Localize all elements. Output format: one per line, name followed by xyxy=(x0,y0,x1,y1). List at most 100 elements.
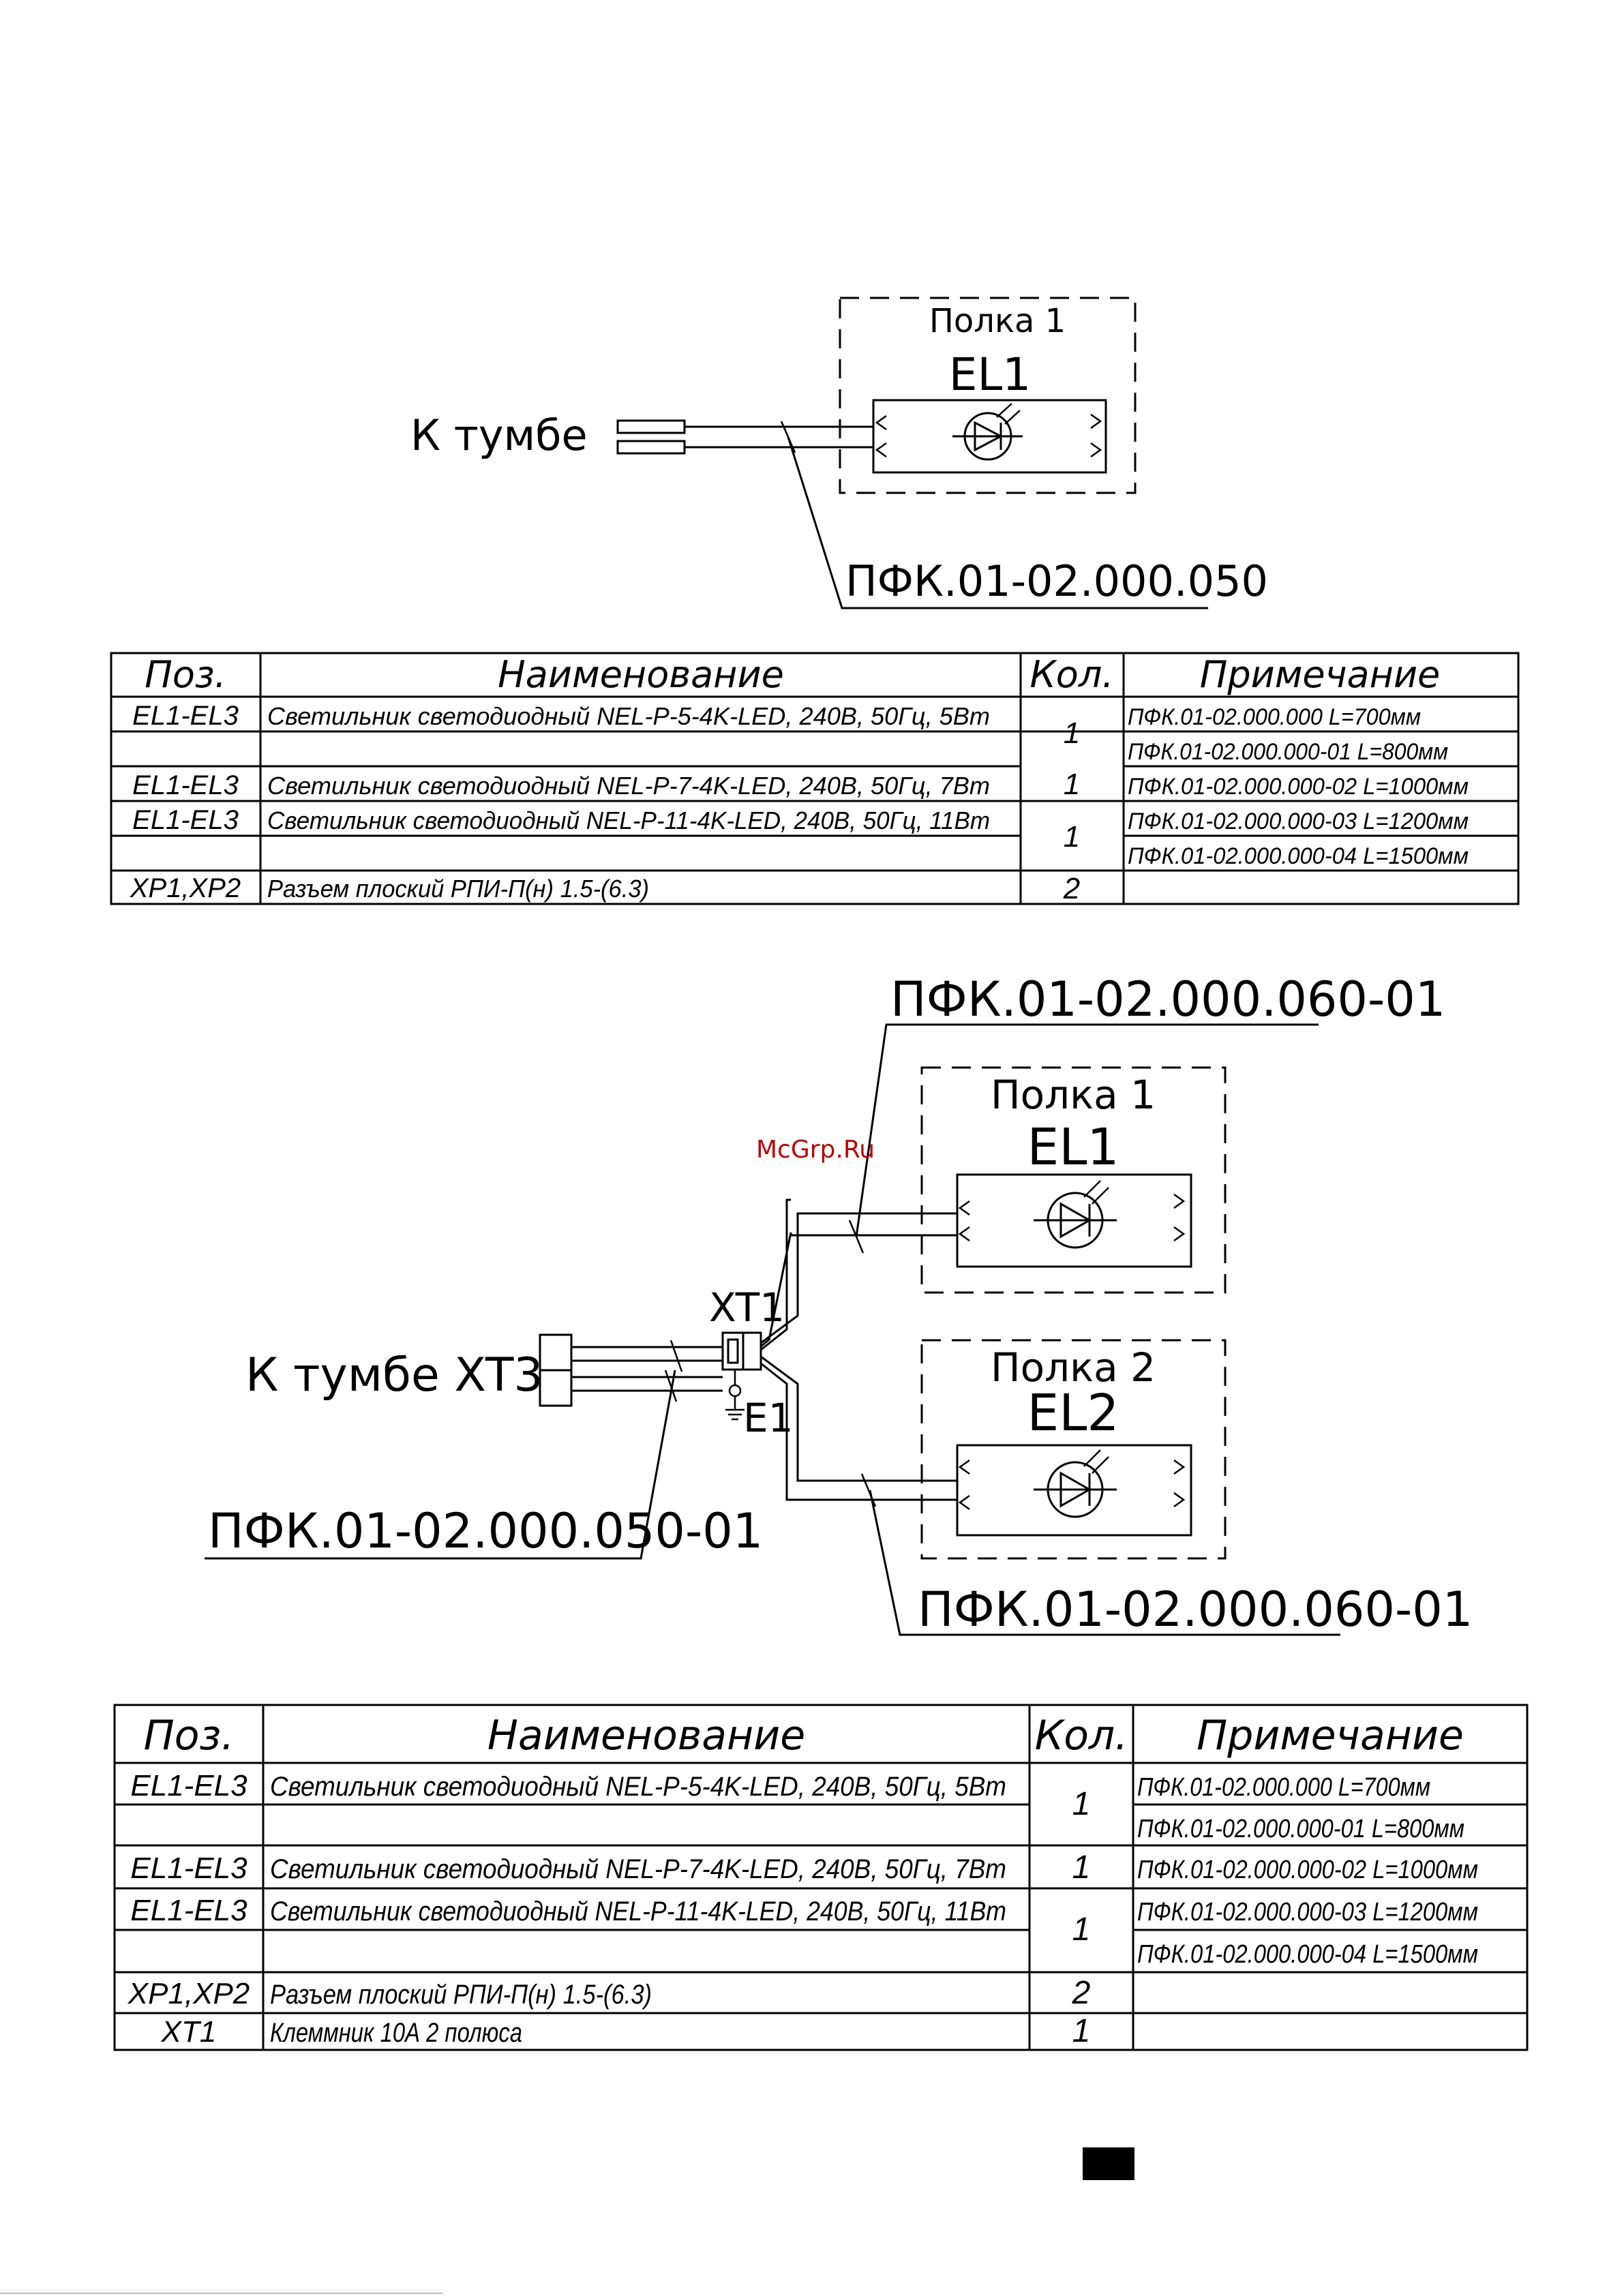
shelf-1-connector-right-2 xyxy=(1173,1226,1186,1242)
table1-header-note: Примечание xyxy=(1200,653,1441,696)
shelf-2-connector-right-2 xyxy=(1173,1492,1186,1508)
spec-table-1: Поз. Наименование Кол. Примечание EL1-EL… xyxy=(110,652,1520,905)
shelf-1-connector-left-2 xyxy=(958,1226,970,1242)
wire-shelf1-b-start xyxy=(760,1198,791,1351)
page-marker-block xyxy=(1083,2147,1134,2180)
left-cable-label: ПФК.01-02.000.050-01 xyxy=(208,1503,763,1559)
table2-row3-note: ПФК.01-02.000.000-02 L=1000мм xyxy=(1137,1856,1478,1884)
ground-label: E1 xyxy=(743,1395,794,1441)
table1-row4-qty: 1 xyxy=(1064,820,1080,854)
table1-row4-note: ПФК.01-02.000.000-03 L=1200мм xyxy=(1128,809,1469,834)
lamp-el2-label: EL2 xyxy=(1027,1384,1119,1442)
top-cable-tick xyxy=(848,1220,864,1254)
shelf-1-frame xyxy=(839,297,1137,494)
table1-row1-name: Светильник светодиодный NEL-P-5-4K-LED, … xyxy=(267,702,990,730)
table2-row2-note: ПФК.01-02.000.000-01 L=800мм xyxy=(1137,1815,1464,1843)
table2-row7-name: Клеммник 10А 2 полюса xyxy=(270,2018,522,2048)
table1-header-name: Наименование xyxy=(498,653,784,696)
table2-row6-name: Разъем плоский РПИ-П(н) 1.5-(6.3) xyxy=(270,1980,652,2010)
lamp-el2-body xyxy=(956,1444,1192,1537)
top-cable-leader xyxy=(855,1023,1319,1237)
diagram-1: Полка 1 EL1 К тумбе ПФК.01-02.000.050 xyxy=(410,297,1268,609)
table2-header-qty: Кол. xyxy=(1035,1712,1128,1759)
table2-row3-pos: EL1-EL3 xyxy=(130,1852,247,1885)
plug-top xyxy=(616,419,686,434)
table2-row7-qty: 1 xyxy=(1072,2013,1091,2049)
table2-header-note: Примечание xyxy=(1197,1712,1464,1759)
table1-row6-pos: XP1,XP2 xyxy=(130,873,241,903)
lamp-el1-body xyxy=(872,399,1107,474)
table2-row5-note: ПФК.01-02.000.000-04 L=1500мм xyxy=(1137,1940,1478,1969)
shelf-1-label: Полка 1 xyxy=(929,302,1066,340)
lamp-el1-body xyxy=(956,1173,1192,1268)
table1-row3-pos: EL1-EL3 xyxy=(132,770,239,800)
cable-leader xyxy=(787,436,1208,609)
table2-row1-qty: 1 xyxy=(1072,1786,1091,1822)
table2-header-name: Наименование xyxy=(487,1712,805,1759)
table1-header-pos: Поз. xyxy=(145,653,226,696)
table2-row4-name: Светильник светодиодный NEL-P-11-4K-LED,… xyxy=(270,1897,1006,1927)
table1-row1-qty: 1 xyxy=(1064,716,1080,750)
terminal-label: XT1 xyxy=(709,1284,785,1331)
diagram-2: ПФК.01-02.000.060-01 Полка 1 EL1 Полка 2… xyxy=(205,971,1473,1637)
table2-row4-note: ПФК.01-02.000.000-03 L=1200мм xyxy=(1137,1898,1478,1927)
left-cable-leader xyxy=(205,1370,676,1560)
table2-row7-pos: XT1 xyxy=(161,2015,217,2049)
bottom-cable-label: ПФК.01-02.000.060-01 xyxy=(918,1582,1473,1637)
main-cable-tick-2 xyxy=(664,1370,678,1402)
table1-row4-name: Светильник светодиодный NEL-P-11-4K-LED,… xyxy=(267,806,990,834)
led-symbol-1 xyxy=(1034,1180,1117,1249)
table2-row3-qty: 1 xyxy=(1072,1849,1091,1886)
table2-row6-pos: XP1,XP2 xyxy=(127,1977,250,2010)
terminal-xt1-right xyxy=(742,1331,762,1371)
ground-icon xyxy=(725,1370,745,1421)
wire-shelf2-a xyxy=(760,1355,957,1482)
table1-row1-note: ПФК.01-02.000.000 L=700мм xyxy=(1128,704,1421,730)
table2-header-pos: Поз. xyxy=(144,1712,235,1759)
table2-row4-qty: 1 xyxy=(1072,1912,1091,1948)
terminal-xt1-left xyxy=(721,1331,745,1371)
top-cable-label: ПФК.01-02.000.060-01 xyxy=(890,971,1445,1027)
terminal-xt1-left-inner xyxy=(727,1338,739,1364)
source-label: К тумбе xyxy=(410,410,588,460)
shelf-2-connector-left xyxy=(958,1459,970,1475)
table1-row1-pos: EL1-EL3 xyxy=(132,701,239,731)
led-symbol-2 xyxy=(1034,1449,1117,1518)
table1-row4-pos: EL1-EL3 xyxy=(132,805,239,835)
shelf-2-label: Полка 2 xyxy=(991,1344,1156,1391)
table2-row1-name: Светильник светодиодный NEL-P-5-4K-LED, … xyxy=(270,1772,1006,1802)
wire-shelf1-a xyxy=(760,1212,957,1344)
table1-row3-name: Светильник светодиодный NEL-P-7-4K-LED, … xyxy=(267,772,990,800)
table1-header-qty: Кол. xyxy=(1029,653,1113,696)
table2-row4-pos: EL1-EL3 xyxy=(130,1894,247,1927)
lamp-el1-label: EL1 xyxy=(1027,1118,1119,1177)
shelf-2-connector-left-2 xyxy=(958,1494,970,1511)
table2-row1-pos: EL1-EL3 xyxy=(130,1769,247,1802)
table2-row3-name: Светильник светодиодный NEL-P-7-4K-LED, … xyxy=(270,1854,1006,1884)
table1-row6-name: Разъем плоский РПИ-П(н) 1.5-(6.3) xyxy=(267,875,649,903)
shelf-1-label: Полка 1 xyxy=(991,1072,1156,1118)
shelf-1-connector-right xyxy=(1173,1193,1186,1209)
shelf-1-frame xyxy=(920,1066,1227,1294)
table1-row6-qty: 2 xyxy=(1063,872,1080,905)
spec-table-2: Поз. Наименование Кол. Примечание EL1-EL… xyxy=(113,1704,1529,2051)
cable-label: ПФК.01-02.000.050 xyxy=(845,556,1268,606)
led-symbol xyxy=(952,403,1023,461)
plug-bottom xyxy=(616,440,686,455)
bottom-cable-leader xyxy=(869,1490,1340,1636)
table1-row2-note: ПФК.01-02.000.000-01 L=800мм xyxy=(1128,739,1448,765)
table2-row1-note: ПФК.01-02.000.000 L=700мм xyxy=(1137,1773,1430,1802)
table2-row6-qty: 2 xyxy=(1072,1975,1091,2011)
connector-right xyxy=(1090,413,1102,458)
shelf-2-frame xyxy=(920,1339,1227,1560)
table1-row3-qty: 1 xyxy=(1064,768,1080,801)
watermark: McGrp.Ru xyxy=(756,1136,875,1164)
lamp-el1-label: EL1 xyxy=(949,348,1031,401)
main-cable-tick-1 xyxy=(670,1340,683,1372)
table1-row3-note: ПФК.01-02.000.000-02 L=1000мм xyxy=(1128,774,1469,800)
shelf-2-connector-right xyxy=(1173,1459,1186,1475)
shelf-1-connector-left xyxy=(958,1200,970,1216)
source-label: К тумбе XT3 xyxy=(245,1348,543,1402)
table1-row5-note: ПФК.01-02.000.000-04 L=1500мм xyxy=(1128,843,1469,869)
